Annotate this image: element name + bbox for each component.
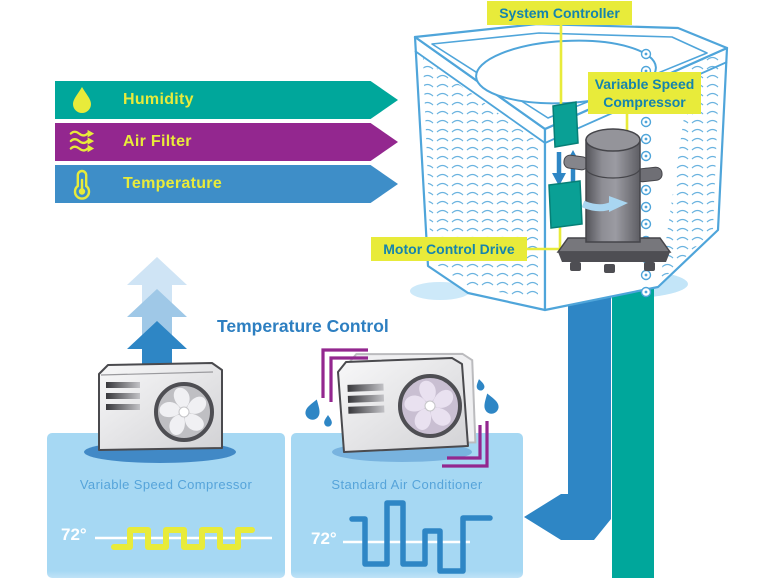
system-controller-board [552, 101, 579, 148]
fan [398, 374, 462, 438]
temperature-wave-smooth [111, 527, 255, 550]
airflow-up-arrows [127, 257, 187, 372]
blue-return-arrow [524, 258, 611, 540]
standard-ac-unit [305, 348, 499, 468]
condensation-droplets [305, 379, 499, 427]
temperature-waves [95, 500, 493, 574]
drive-to-compressor-arrow [581, 196, 628, 212]
fan [154, 382, 214, 442]
temperature-wave-fluctuating [349, 500, 493, 574]
louver-panel-right [660, 52, 720, 282]
teal-flow-bar [612, 258, 654, 578]
vibration-brackets [321, 348, 489, 468]
variable-speed-ac-unit [84, 362, 236, 463]
motor-control-drive-board [548, 180, 583, 229]
compressor [556, 128, 672, 273]
